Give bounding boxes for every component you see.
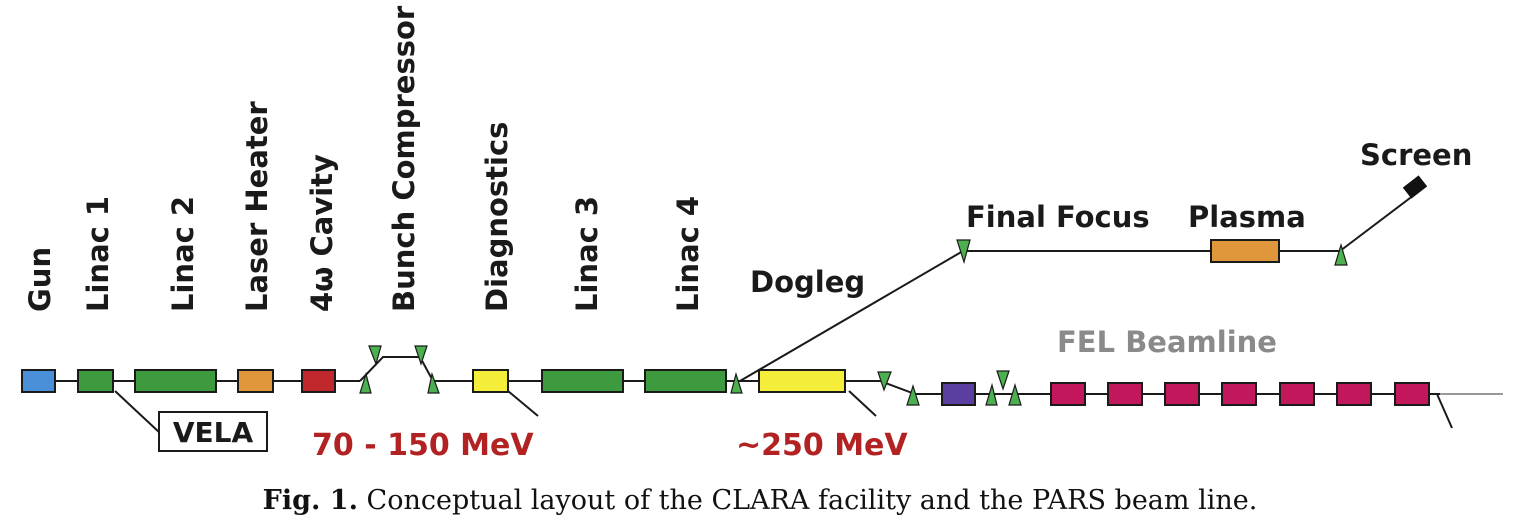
laser-heater-component — [237, 369, 274, 393]
undulator — [1279, 382, 1315, 406]
label-linac2: Linac 2 — [166, 196, 200, 312]
bunch-compressor-chicane — [359, 356, 434, 382]
gun-component — [21, 369, 56, 393]
linac3-component — [541, 369, 624, 393]
label-laser-heater: Laser Heater — [240, 101, 274, 312]
caption-text: Conceptual layout of the CLARA facility … — [357, 485, 1258, 516]
plasma-cell-component — [1210, 239, 1280, 263]
undulator-array — [1050, 382, 1430, 406]
diagnostics2-pointer-line — [848, 390, 877, 417]
dipole-magnet — [1008, 382, 1022, 406]
label-screen: Screen — [1360, 138, 1472, 172]
dogleg-path — [739, 250, 964, 382]
dipole-magnet — [730, 371, 743, 394]
figure-caption: Fig. 1. Conceptual layout of the CLARA f… — [0, 485, 1520, 516]
undulator — [1164, 382, 1200, 406]
dipole-magnet — [985, 382, 998, 406]
diagnostics-component — [472, 369, 509, 393]
dipole-magnet — [368, 345, 382, 366]
label-plasma: Plasma — [1188, 200, 1306, 234]
linac2-component — [134, 369, 217, 393]
vela-pointer-line — [114, 390, 161, 434]
label-dogleg: Dogleg — [750, 265, 865, 299]
fel-end-pointer-line — [1436, 393, 1453, 429]
screen-component — [1402, 175, 1428, 199]
caption-prefix: Fig. 1. — [262, 485, 358, 516]
label-vela: VELA — [173, 416, 254, 449]
undulator — [1107, 382, 1143, 406]
dipole-magnet — [414, 345, 428, 366]
vela-box — [158, 411, 268, 452]
label-4w-cavity: 4ω Cavity — [305, 154, 339, 312]
dipole-magnet — [1334, 242, 1348, 266]
dipole-magnet — [996, 370, 1010, 391]
linac1-component — [77, 369, 114, 393]
undulator — [1221, 382, 1257, 406]
label-gun: Gun — [23, 247, 57, 312]
undulator — [1394, 382, 1430, 406]
energy-high-label: ~250 MeV — [736, 428, 908, 463]
label-linac4: Linac 4 — [671, 196, 705, 312]
cavity-component — [301, 369, 336, 393]
label-diagnostics: Diagnostics — [480, 122, 514, 312]
label-linac1: Linac 1 — [81, 196, 115, 312]
label-linac3: Linac 3 — [570, 196, 604, 312]
label-bunch-compressor: Bunch Compressor — [387, 5, 421, 312]
label-fel-beamline: FEL Beamline — [1057, 325, 1277, 359]
dipole-magnet — [359, 371, 372, 394]
energy-low-label: 70 - 150 MeV — [312, 428, 534, 463]
label-final-focus: Final Focus — [966, 200, 1150, 234]
clara-layout-diagram: Gun Linac 1 Linac 2 Laser Heater 4ω Cavi… — [21, 5, 1503, 463]
screen-path — [1339, 191, 1419, 252]
diagnostics-pointer-line — [507, 390, 539, 417]
diagnostics2-component — [758, 369, 846, 393]
linac4-component — [644, 369, 727, 393]
dipole-magnet — [906, 384, 920, 406]
dipole-magnet — [877, 371, 892, 392]
undulator — [1050, 382, 1086, 406]
fel-dipole-component — [941, 382, 976, 406]
undulator — [1336, 382, 1372, 406]
dipole-magnet — [427, 371, 440, 394]
dipole-magnet — [956, 239, 971, 265]
